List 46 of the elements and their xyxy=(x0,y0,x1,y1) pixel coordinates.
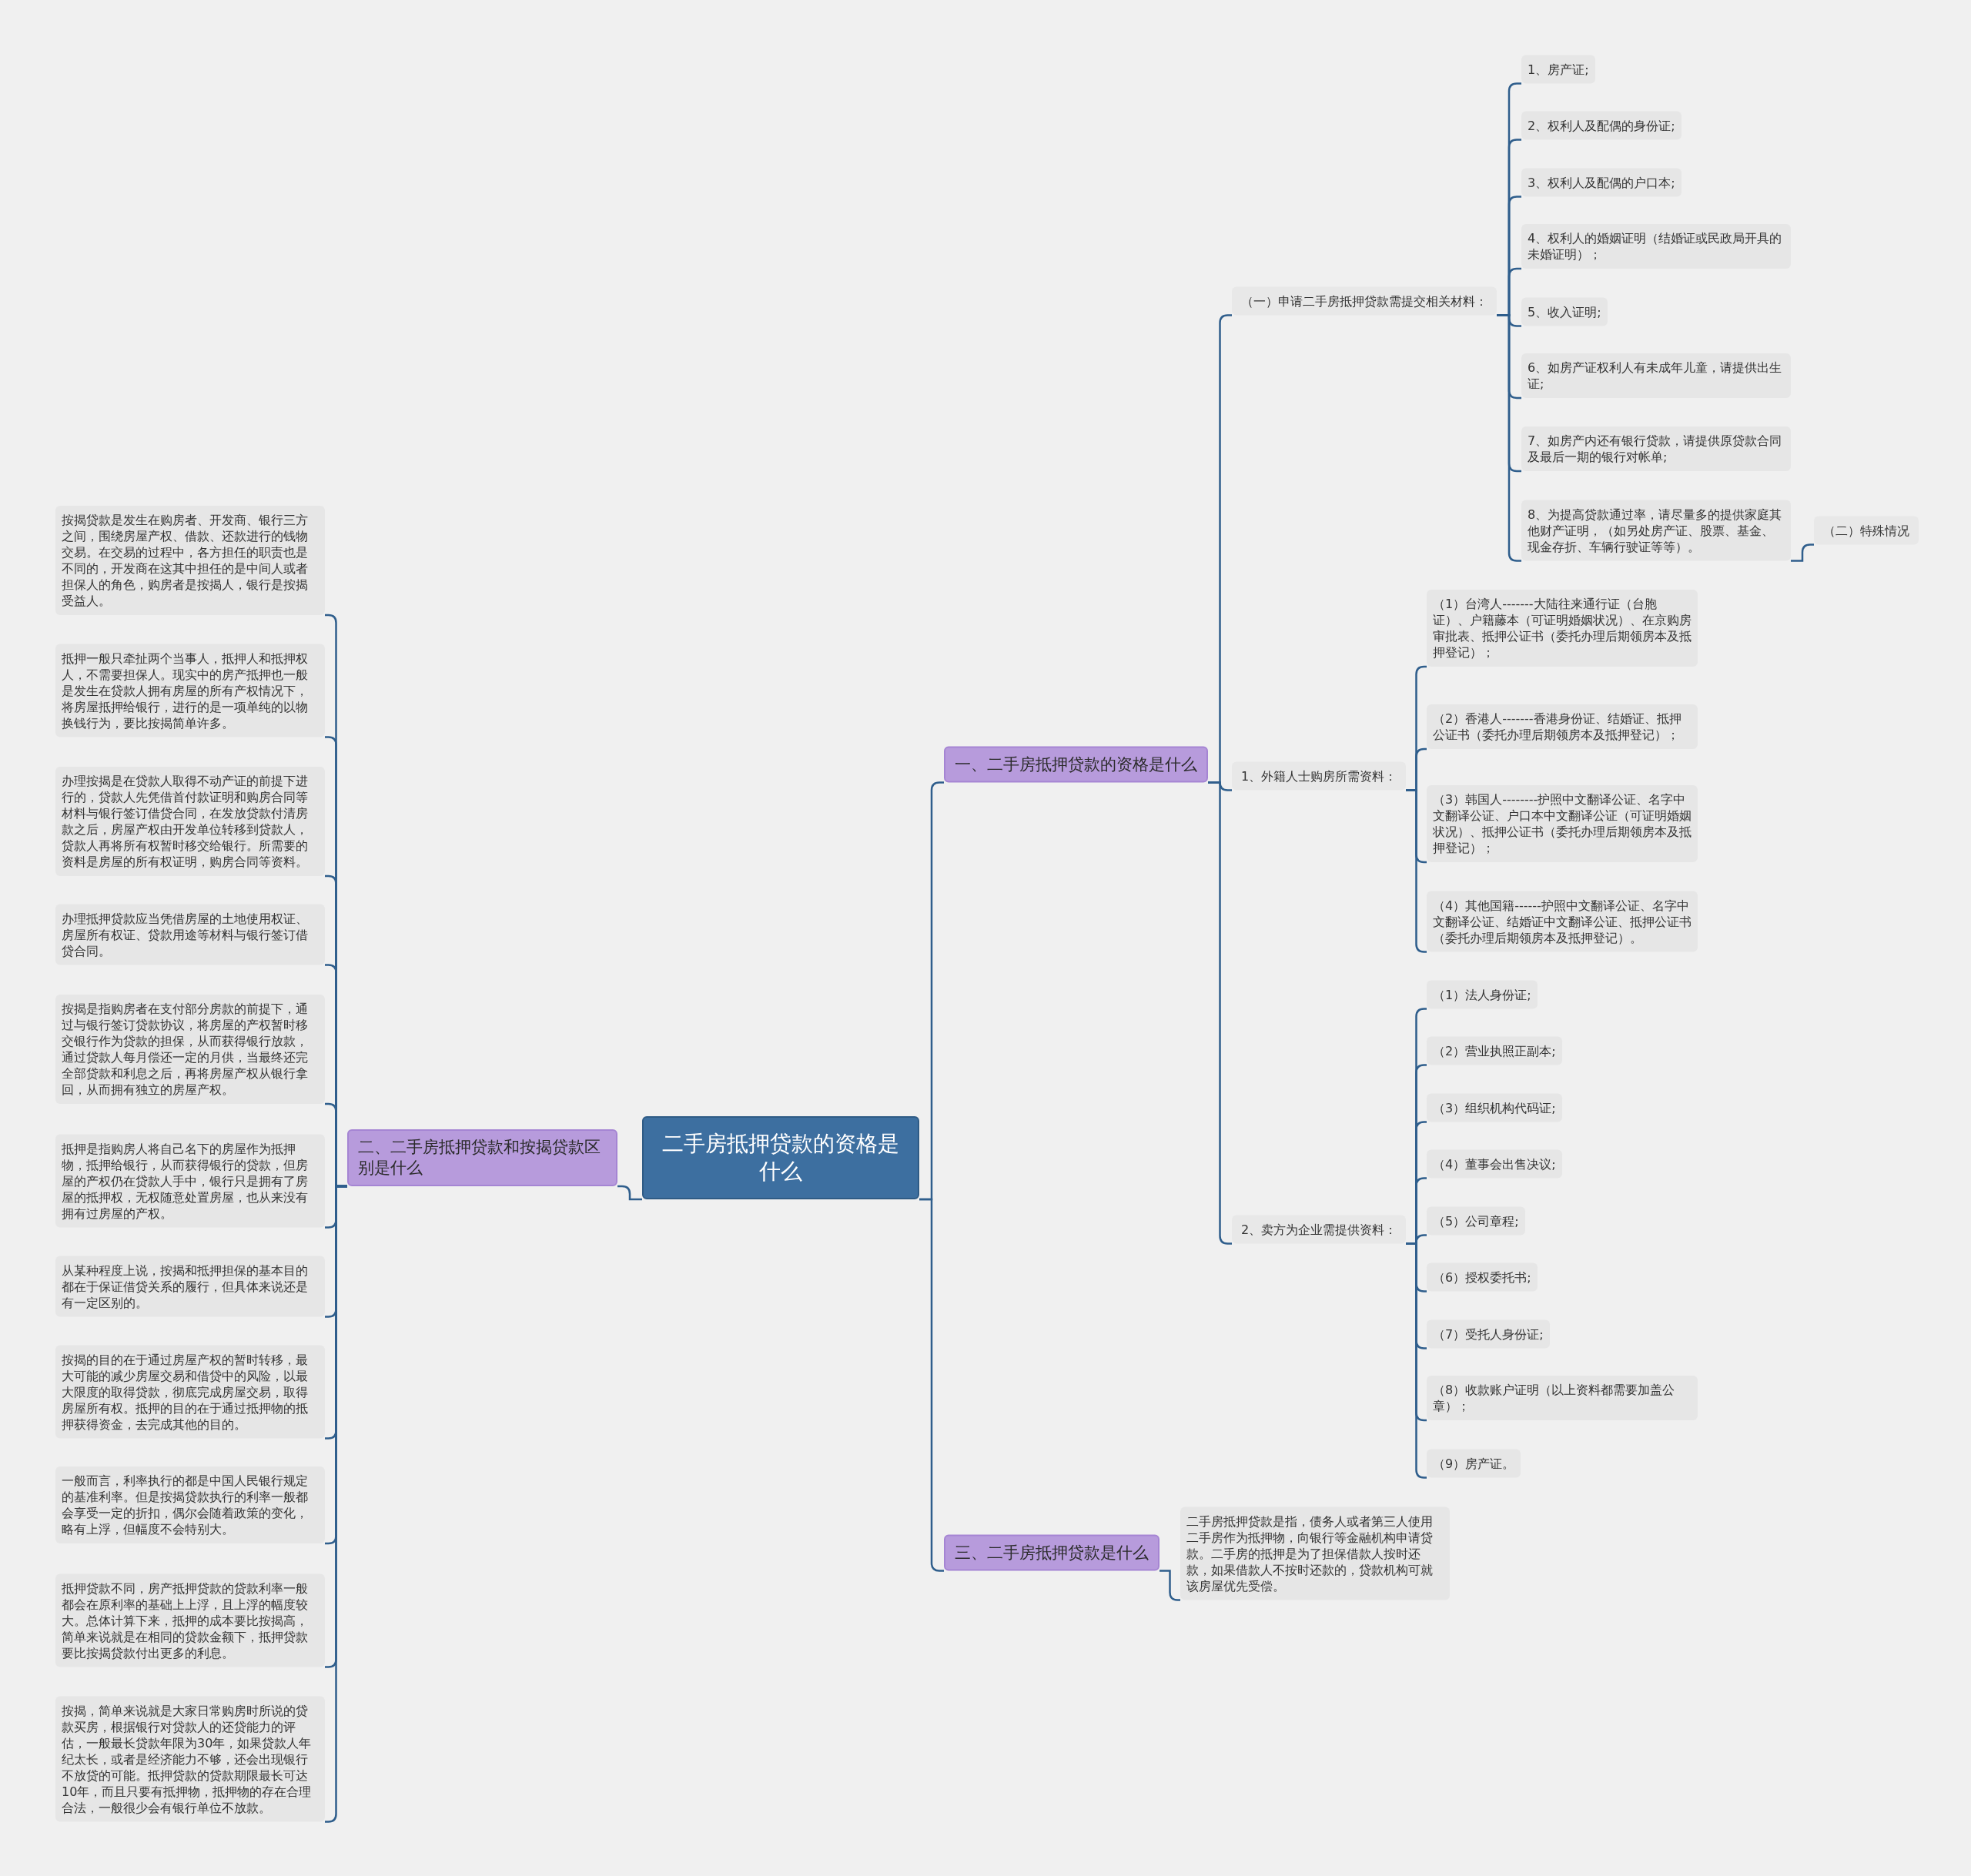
central-topic: 二手房抵押贷款的资格是什么 xyxy=(642,1116,919,1199)
note-card: （1）台湾人-------大陆往来通行证（台胞证）、户籍藤本（可证明婚姻状况）、在京购房审批表、抵押公证书（委托办理后期领房本及抵押登记）； xyxy=(1427,590,1698,667)
note-card: （3）韩国人--------护照中文翻译公证、名字中文翻译公证、户口本中文翻译公证（可证明婚姻状况）、抵押公证书（委托办理后期领房本及抵押登记）； xyxy=(1427,785,1698,862)
subtopic-label: （一）申请二手房抵押贷款需提交相关材料： xyxy=(1232,286,1497,316)
connector-line xyxy=(617,1185,642,1201)
note-card: 按揭的目的在于通过房屋产权的暂时转移，最大可能的减少房屋交易和借贷中的风险，以最大限度的取得贷款，彻底完成房屋交易，取得房屋所有权。抵押的目的在于通过抵押物的抵押获得资金，去完成其他的目的。 xyxy=(55,1345,325,1439)
connector-line xyxy=(919,1198,944,1572)
note-card: （9）房产证。 xyxy=(1427,1449,1521,1478)
note-card: 5、收入证明; xyxy=(1521,297,1608,326)
note-card: （4）董事会出售决议; xyxy=(1427,1149,1562,1179)
branch-topic: 一、二手房抵押贷款的资格是什么 xyxy=(944,746,1208,783)
note-card: 3、权利人及配偶的户口本; xyxy=(1521,168,1682,197)
note-card: 1、房产证; xyxy=(1521,55,1595,84)
connector-line xyxy=(1791,543,1814,562)
note-card: （6）授权委托书; xyxy=(1427,1262,1538,1292)
note-card: 办理抵押贷款应当凭借房屋的土地使用权证、房屋所有权证、贷款用途等材料与银行签订借贷合同。 xyxy=(55,904,325,965)
note-card: （5）公司章程; xyxy=(1427,1206,1525,1236)
note-card: 4、权利人的婚姻证明（结婚证或民政局开具的未婚证明）； xyxy=(1521,224,1791,269)
connector-line xyxy=(1160,1570,1180,1601)
note-card: 从某种程度上说，按揭和抵押担保的基本目的都在于保证借贷关系的履行，但具体来说还是有一定区别的。 xyxy=(55,1256,325,1317)
note-card: 6、如房产证权利人有未成年儿童，请提供出生证; xyxy=(1521,353,1791,398)
note-card: （2）营业执照正副本; xyxy=(1427,1036,1562,1065)
note-card: 抵押是指购房人将自己名下的房屋作为抵押物，抵押给银行，从而获得银行的贷款，但房屋的产权仍在贷款人手中，银行只是拥有了房屋的抵押权，无权随意处置房屋，也从来没有拥有过房屋的产权。 xyxy=(55,1134,325,1228)
note-card: 8、为提高贷款通过率，请尽量多的提供家庭其他财产证明，（如另处房产证、股票、基金、现金存折、车辆行驶证等等）。 xyxy=(1521,500,1791,561)
subtopic-label: 1、外籍人士购房所需资料： xyxy=(1232,761,1407,791)
subtopic-label: （二）特殊情况 xyxy=(1814,516,1919,545)
note-card: （1）法人身份证; xyxy=(1427,980,1538,1009)
note-card: 二手房抵押贷款是指，债务人或者第三人使用二手房作为抵押物，向银行等金融机构申请贷款。二手房的抵押是为了担保借款人按时还款，如果借款人不按时还款的，贷款机构可就该房屋优先受偿。 xyxy=(1180,1506,1450,1600)
branch-topic: 二、二手房抵押贷款和按揭贷款区别是什么 xyxy=(347,1129,617,1186)
note-card: 一般而言，利率执行的都是中国人民银行规定的基准利率。但是按揭贷款执行的利率一般都会享受一定的折扣，偶尔会随着政策的变化，略有上浮，但幅度不会特别大。 xyxy=(55,1466,325,1543)
note-card: 2、权利人及配偶的身份证; xyxy=(1521,111,1682,140)
note-card: （7）受托人身份证; xyxy=(1427,1319,1550,1349)
note-card: 按揭，简单来说就是大家日常购房时所说的贷款买房，根据银行对贷款人的还贷能力的评估，一般最长贷款年限为30年，如果贷款人年纪太长，或者是经济能力不够，还会出现银行不放贷的可能。抵押贷款的贷款期限最长可达10年，而且只要有抵押物，抵押物的存在合理合法，一般很少会有银行单位不放款。 xyxy=(55,1696,325,1822)
branch-topic: 三、二手房抵押贷款是什么 xyxy=(944,1534,1160,1571)
note-card: 抵押贷款不同，房产抵押贷款的贷款利率一般都会在原利率的基础上上浮，且上浮的幅度较大。总体计算下来，抵押的成本要比按揭高，简单来说就是在相同的贷款金额下，抵押贷款要比按揭贷款付出更多的利息。 xyxy=(55,1573,325,1667)
note-card: 按揭是指购房者在支付部分房款的前提下，通过与银行签订贷款协议，将房屋的产权暂时移交银行作为贷款的担保，从而获得银行放款，通过贷款人每月偿还一定的月供，当最终还完全部贷款和利息之后，再将房屋产权从银行拿回，从而拥有独立的房屋产权。 xyxy=(55,995,325,1104)
note-card: （2）香港人-------香港身份证、结婚证、抵押公证书（委托办理后期领房本及抵押登记）； xyxy=(1427,704,1698,749)
note-card: （8）收款账户证明（以上资料都需要加盖公章）； xyxy=(1427,1376,1698,1420)
subtopic-label: 2、卖方为企业需提供资料： xyxy=(1232,1215,1407,1244)
note-card: 按揭贷款是发生在购房者、开发商、银行三方之间，围绕房屋产权、借款、还款进行的钱物交易。在交易的过程中，各方担任的职责也是不同的，开发商在这其中担任的是中间人或者担保人的角色，购房者是按揭人，银行是按揭受益人。 xyxy=(55,506,325,615)
note-card: （4）其他国籍------护照中文翻译公证、名字中文翻译公证、结婚证中文翻译公证、抵押公证书（委托办理后期领房本及抵押登记）。 xyxy=(1427,891,1698,952)
note-card: 7、如房产内还有银行贷款，请提供原贷款合同及最后一期的银行对帐单; xyxy=(1521,426,1791,471)
note-card: 办理按揭是在贷款人取得不动产证的前提下进行的，贷款人先凭借首付款证明和购房合同等材料与银行签订借贷合同，在发放贷款付清房款之后，房屋产权由开发单位转移到贷款人，贷款人再将所有权暂时移交给银行。所需要的资料是房屋的所有权证明，购房合同等资料。 xyxy=(55,767,325,876)
note-card: 抵押一般只牵扯两个当事人，抵押人和抵押权人，不需要担保人。现实中的房产抵押也一般是发生在贷款人拥有房屋的所有产权情况下，将房屋抵押给银行，进行的是一项单纯的以物换钱行为，要比按揭简单许多。 xyxy=(55,644,325,737)
note-card: （3）组织机构代码证; xyxy=(1427,1093,1562,1122)
connector-line xyxy=(1497,314,1521,562)
